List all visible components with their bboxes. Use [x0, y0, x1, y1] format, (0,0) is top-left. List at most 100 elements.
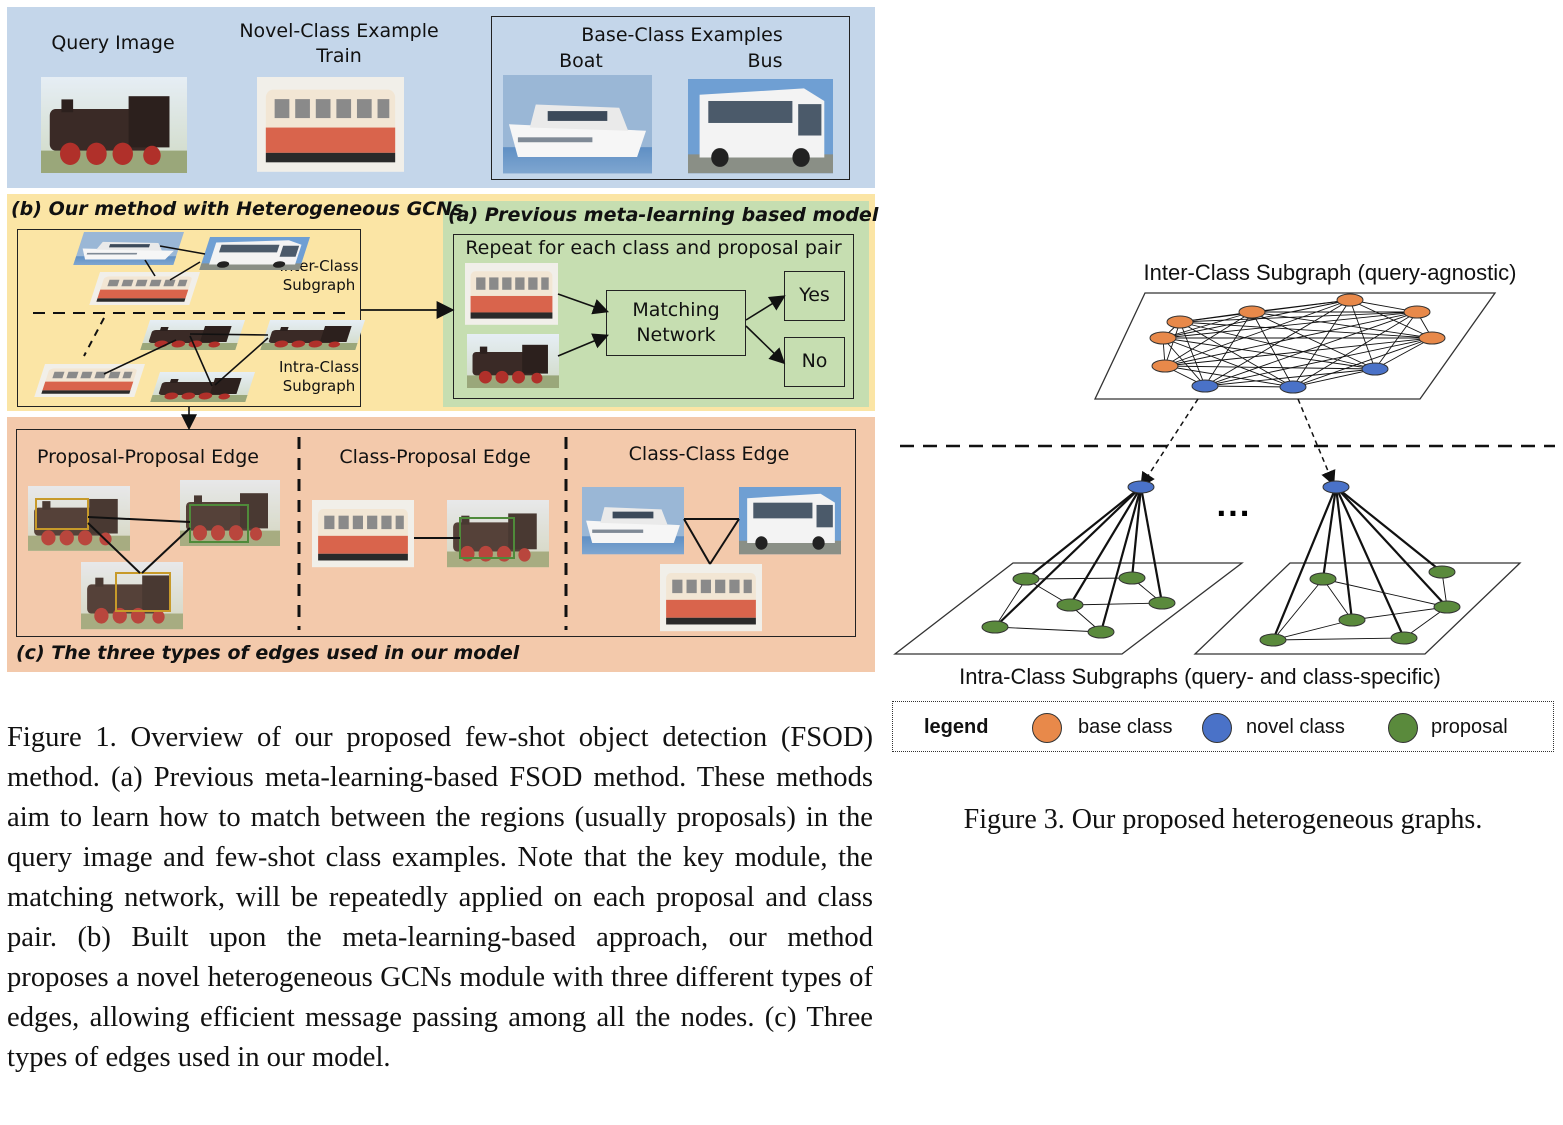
legend-novel-class-dot [1202, 713, 1232, 743]
inter-edge [1164, 321, 1181, 367]
inter-edge [1179, 321, 1206, 387]
proposal-proposal-edge-label: Proposal-Proposal Edge [36, 446, 259, 468]
novel-class-node [1361, 362, 1389, 376]
query-image-label: Query Image [51, 32, 175, 54]
proposal-to-matching-arrow [557, 333, 609, 357]
edge-types-box [16, 429, 856, 637]
inter-edge [1162, 299, 1351, 339]
novel-class-title: Novel-Class Example [239, 20, 439, 42]
no-arrow [745, 325, 786, 365]
novel-link-2 [1297, 398, 1336, 486]
inter-edge [1204, 337, 1433, 387]
legend-proposal-label: proposal [1431, 716, 1508, 738]
legend-base-class-dot [1032, 713, 1062, 743]
inter-edge [1251, 311, 1376, 370]
inter-edge [1162, 337, 1294, 388]
class-proposal-edge-label: Class-Proposal Edge [339, 446, 531, 468]
inter-edge [1162, 337, 1376, 370]
inter-edge [1292, 368, 1376, 388]
pipeline-train-photo [465, 263, 558, 325]
train-to-matching-arrow [557, 293, 610, 315]
proposal-node [1428, 565, 1456, 579]
base-class-node [1336, 293, 1364, 307]
inter-edge [1204, 311, 1418, 387]
inter-edge [1162, 337, 1206, 387]
proposal-proposal-edge [1351, 606, 1448, 621]
proposal-node [981, 620, 1009, 634]
inter-class-graph [73, 232, 310, 305]
class-proposal-edge [1099, 486, 1143, 633]
class-proposal-edge [1271, 486, 1338, 641]
proposal-node [1087, 625, 1115, 639]
inter-edge [1204, 299, 1351, 387]
proposal-proposal-edge [1322, 578, 1448, 608]
heterogeneous-graph-diagram [893, 292, 1555, 655]
matching-network-box: Matching Network [606, 290, 746, 356]
hetero-graph-box [17, 229, 361, 407]
intra-class-subgraph-label: Intra-Class Subgraph [278, 358, 360, 395]
inter-class-subgraph-title: Inter-Class Subgraph (query-agnostic) [1143, 260, 1517, 285]
boat-photo [503, 75, 652, 174]
legend-box [892, 701, 1554, 752]
repeat-text: Repeat for each class and proposal pair [465, 237, 842, 259]
pipeline-proposal-photo [467, 334, 559, 388]
proposal-proposal-edge [1322, 578, 1353, 621]
intra-plane [1193, 562, 1522, 655]
intra-class-subgraphs [893, 480, 1522, 655]
proposal-proposal-edge [1272, 637, 1405, 641]
yes-arrow [745, 295, 786, 321]
inter-edge [1251, 299, 1351, 313]
inter-edge [1292, 299, 1351, 388]
base-class-title: Base-Class Examples [581, 24, 783, 46]
inter-edge [1179, 321, 1433, 339]
proposal-node [1338, 613, 1366, 627]
class-proposal-edge [1069, 486, 1142, 606]
inter-edge [1292, 337, 1433, 388]
novel-class-name: Train [316, 45, 362, 67]
query-image-photo [41, 77, 187, 173]
inter-edge [1162, 311, 1253, 339]
inter-edge [1204, 385, 1294, 388]
legend-proposal-dot [1388, 713, 1418, 743]
novel-class-node [1322, 480, 1350, 494]
class-proposal-edge [1025, 486, 1142, 580]
novel-link-1 [1140, 398, 1199, 488]
c-title: (c) The three types of edges used in our… [16, 642, 520, 664]
proposal-node [1012, 572, 1040, 586]
proposal-node [1259, 633, 1287, 647]
proposal-proposal-edge [994, 626, 1102, 633]
base-class-bus-label: Bus [747, 50, 783, 72]
proposal-node [1309, 572, 1337, 586]
proposal-node [1390, 631, 1418, 645]
base-class-node [1149, 331, 1177, 345]
proposal-node [1056, 598, 1084, 612]
class-proposal-graph [312, 500, 549, 568]
a-title: (a) Previous meta-learning based model [448, 204, 879, 226]
class-class-graph [582, 487, 841, 632]
novel-class-node [1191, 379, 1219, 393]
inter-edge [1164, 365, 1294, 388]
proposal-proposal-edge [1272, 578, 1324, 641]
proposal-node [1433, 600, 1461, 614]
intra-class-subgraphs-title: Intra-Class Subgraphs (query- and class-… [959, 664, 1441, 689]
inter-edge [1349, 299, 1376, 370]
base-class-node [1403, 305, 1431, 319]
base-class-node [1166, 315, 1194, 329]
inter-edge [1164, 365, 1376, 370]
inter-edge [1251, 311, 1294, 388]
novel-train-photo [257, 77, 404, 172]
class-proposal-edge [1334, 486, 1354, 621]
legend-base-class-label: base class [1078, 716, 1173, 738]
inter-edge [1164, 299, 1351, 367]
novel-class-node [1279, 380, 1307, 394]
class-class-edge-label: Class-Class Edge [628, 443, 790, 465]
bus-photo [688, 79, 833, 174]
proposal-proposal-edge [1272, 619, 1353, 641]
proposal-proposal-edge [1069, 602, 1163, 606]
intra-class-graph [34, 320, 365, 402]
inter-class-subgraph [1093, 292, 1497, 400]
class-proposal-edge [994, 486, 1142, 628]
class-proposal-edge [1334, 486, 1406, 639]
figure-1-caption: Figure 1. Overview of our proposed few-s… [7, 722, 873, 1073]
inter-edge [1292, 311, 1418, 388]
